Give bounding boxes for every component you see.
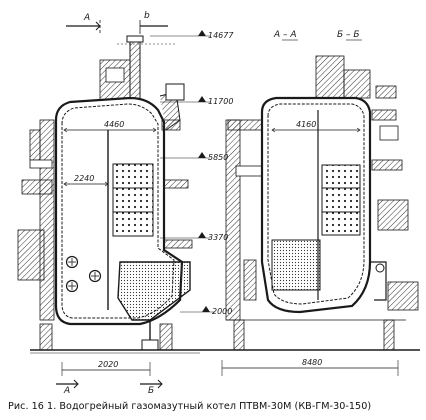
elevation-14677: 14677 <box>208 31 234 40</box>
dimension-2020: 2020 <box>98 360 119 369</box>
section-label-b-top: b <box>144 11 150 21</box>
elevation-markers <box>150 30 420 351</box>
dimension-4460: 4460 <box>104 120 125 129</box>
section-label-b-bottom: Б <box>148 386 155 396</box>
dimension-4160: 4160 <box>296 120 317 129</box>
dimension-2240: 2240 <box>74 174 95 183</box>
elevation-2000: 2000 <box>212 307 233 316</box>
dimension-8480: 8480 <box>302 358 323 367</box>
section-label-a-bottom: А <box>64 386 71 396</box>
right-view <box>221 39 419 376</box>
figure-caption: Рис. 16 1. Водогрейный газомазутный коте… <box>8 401 372 412</box>
elevation-11700: 11700 <box>208 97 234 106</box>
elevation-5850: 5850 <box>208 153 229 162</box>
elevation-3370: 3370 <box>208 233 229 242</box>
section-title-a-a: А – А <box>274 30 297 40</box>
section-title-b-b: Б – Б <box>337 30 360 40</box>
left-view <box>17 20 200 389</box>
section-label-a-top: А <box>84 13 91 23</box>
